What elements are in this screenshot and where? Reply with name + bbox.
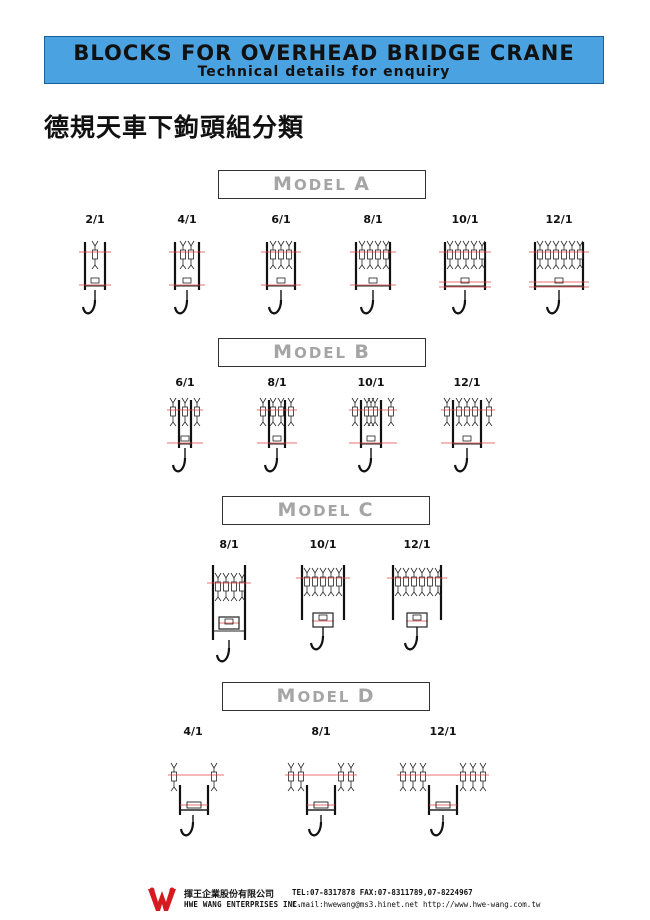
block-b-8-1	[257, 397, 297, 473]
chinese-title: 德規天車下鉤頭組分類	[44, 113, 305, 142]
model-b-label: MODEL B	[273, 341, 371, 363]
block-d-8-1	[285, 762, 357, 837]
contact-email-web: E-mail:hwewang@ms3.hinet.net http://www.…	[292, 900, 541, 909]
block-a-12-1	[529, 240, 589, 315]
block-a-10-1	[439, 240, 491, 315]
block-d-12-1	[397, 762, 489, 837]
model-c-label: MODEL C	[277, 499, 375, 521]
footer: 揮王企業股份有限公司 HWE WANG ENTERPRISES INC. TEL…	[146, 886, 586, 916]
model-b-box: MODEL B	[218, 338, 426, 367]
model-c-box: MODEL C	[222, 496, 430, 525]
ratio-label: 12/1	[545, 213, 573, 226]
ratio-label: 8/1	[363, 213, 383, 226]
block-a-8-1	[350, 240, 396, 315]
ratio-label: 12/1	[453, 376, 481, 389]
block-a-2-1	[79, 240, 111, 315]
block-a-6-1	[261, 240, 301, 315]
model-a-label: MODEL A	[273, 173, 371, 195]
contact-phone: TEL:07-8317878 FAX:07-8311789,07-8224967	[292, 888, 473, 897]
company-logo-icon	[148, 887, 176, 911]
ratio-label: 10/1	[309, 538, 337, 551]
ratio-label: 4/1	[183, 725, 203, 738]
ratio-label: 2/1	[85, 213, 105, 226]
company-name-en: HWE WANG ENTERPRISES INC.	[184, 900, 302, 909]
block-c-10-1	[296, 565, 350, 651]
block-c-12-1	[387, 565, 447, 651]
block-b-10-1	[349, 397, 397, 473]
ratio-label: 10/1	[451, 213, 479, 226]
page-title: BLOCKS FOR OVERHEAD BRIDGE CRANE	[73, 41, 575, 65]
block-a-4-1	[169, 240, 205, 315]
ratio-label: 10/1	[357, 376, 385, 389]
model-d-box: MODEL D	[222, 682, 430, 711]
ratio-label: 8/1	[311, 725, 331, 738]
block-d-4-1	[168, 762, 224, 837]
ratio-label: 12/1	[403, 538, 431, 551]
model-d-label: MODEL D	[276, 685, 376, 707]
block-c-8-1	[207, 565, 251, 663]
ratio-label: 6/1	[271, 213, 291, 226]
page-subtitle: Technical details for enquiry	[197, 64, 451, 80]
model-a-box: MODEL A	[218, 170, 426, 199]
ratio-label: 12/1	[429, 725, 457, 738]
ratio-label: 8/1	[219, 538, 239, 551]
ratio-label: 8/1	[267, 376, 287, 389]
header-banner: BLOCKS FOR OVERHEAD BRIDGE CRANE Technic…	[44, 36, 604, 84]
block-b-12-1	[441, 397, 495, 473]
block-b-6-1	[167, 397, 203, 473]
ratio-label: 6/1	[175, 376, 195, 389]
ratio-label: 4/1	[177, 213, 197, 226]
company-name-cn: 揮王企業股份有限公司	[184, 890, 275, 900]
